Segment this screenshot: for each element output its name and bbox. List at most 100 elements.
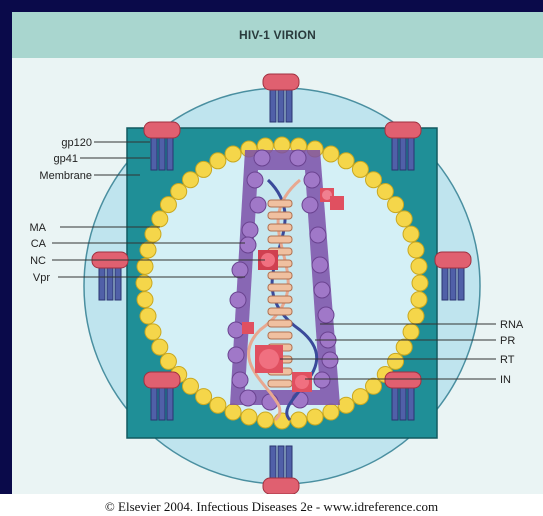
copyright-text: © Elsevier 2004. Infectious Diseases 2e … [0, 499, 543, 515]
capsid-protein [250, 197, 266, 213]
lipid-bead [152, 211, 168, 227]
gp41-stalk [159, 386, 165, 420]
lipid-bead [210, 153, 226, 169]
capsid-protein [242, 222, 258, 238]
label-vpr: Vpr [33, 272, 50, 284]
rna-rung [268, 200, 292, 207]
gp41-stalk [167, 136, 173, 170]
lipid-bead [145, 324, 161, 340]
capsid-protein [314, 282, 330, 298]
hiv-virion-diagram: gp120 gp41 Membrane MA CA NC Vpr RNA PR … [0, 0, 543, 494]
lipid-bead [182, 378, 198, 394]
gp41-stalk [151, 136, 157, 170]
capsid-protein [310, 227, 326, 243]
rna-rung [268, 332, 292, 339]
gp41-stalk [159, 136, 165, 170]
gp41-stalk [442, 266, 448, 300]
vpr-icon [242, 322, 254, 334]
lipid-bead [152, 339, 168, 355]
lipid-bead [408, 242, 424, 258]
capsid-protein [232, 372, 248, 388]
lipid-bead [396, 211, 412, 227]
lipid-bead [323, 404, 339, 420]
lipid-bead [411, 258, 427, 274]
gp41-stalk [151, 386, 157, 420]
gp41-stalk [286, 446, 292, 480]
rna-rung [268, 284, 292, 291]
gp41-stalk [115, 266, 121, 300]
lipid-bead [140, 242, 156, 258]
rna-rung [268, 212, 292, 219]
lipid-bead [160, 353, 176, 369]
label-nc: NC [30, 255, 46, 267]
capsid-protein [322, 352, 338, 368]
lipid-bead [403, 226, 419, 242]
gp120-cap [385, 372, 421, 388]
gp41-stalk [286, 88, 292, 122]
in-dot [295, 375, 309, 389]
capsid-protein [232, 262, 248, 278]
label-pr: PR [500, 335, 515, 347]
lipid-bead [388, 197, 404, 213]
gp41-stalk [400, 386, 406, 420]
lipid-bead [182, 172, 198, 188]
lipid-bead [377, 183, 393, 199]
footer: © Elsevier 2004. Infectious Diseases 2e … [0, 494, 543, 516]
lipid-bead [160, 197, 176, 213]
label-gp120: gp120 [61, 137, 92, 149]
lipid-bead [196, 389, 212, 405]
capsid-protein [240, 390, 256, 406]
capsid-protein [292, 392, 308, 408]
lipid-bead [140, 308, 156, 324]
capsid-protein [254, 150, 270, 166]
capsid-protein [302, 197, 318, 213]
capsid-protein [312, 257, 328, 273]
rna-rung [268, 296, 292, 303]
gp120-cap [263, 478, 299, 494]
capsid-protein [228, 347, 244, 363]
gp41-stalk [278, 446, 284, 480]
gp120-cap [144, 372, 180, 388]
lipid-bead [403, 324, 419, 340]
lipid-bead [352, 389, 368, 405]
label-ca: CA [31, 238, 47, 250]
gp41-stalk [392, 386, 398, 420]
lipid-bead [137, 292, 153, 308]
capsid-protein [230, 292, 246, 308]
lipid-bead [196, 161, 212, 177]
capsid-protein [247, 172, 263, 188]
lipid-bead [225, 404, 241, 420]
lipid-bead [352, 161, 368, 177]
lipid-bead [366, 378, 382, 394]
capsid-protein [304, 172, 320, 188]
lipid-bead [210, 397, 226, 413]
lipid-bead [257, 412, 273, 428]
lipid-bead [396, 339, 412, 355]
gp41-stalk [107, 266, 113, 300]
lipid-bead [145, 226, 161, 242]
gp41-stalk [408, 386, 414, 420]
label-ma: MA [30, 222, 47, 234]
gp120-cap [263, 74, 299, 90]
lipid-bead [408, 308, 424, 324]
capsid-protein [314, 372, 330, 388]
gp41-stalk [408, 136, 414, 170]
lipid-bead [388, 353, 404, 369]
lipid-bead [291, 412, 307, 428]
lipid-bead [137, 258, 153, 274]
capsid-protein [290, 150, 306, 166]
label-in: IN [500, 374, 511, 386]
label-gp41: gp41 [54, 153, 78, 165]
capsid-protein [318, 307, 334, 323]
gp41-stalk [400, 136, 406, 170]
lipid-bead [323, 146, 339, 162]
rna-rung [268, 380, 292, 387]
gp120-cap [385, 122, 421, 138]
gp41-stalk [167, 386, 173, 420]
lipid-bead [241, 409, 257, 425]
gp41-stalk [450, 266, 456, 300]
rna-rung [268, 236, 292, 243]
protease-icon-2 [330, 196, 344, 210]
lipid-bead [411, 292, 427, 308]
rna-rung [268, 320, 292, 327]
